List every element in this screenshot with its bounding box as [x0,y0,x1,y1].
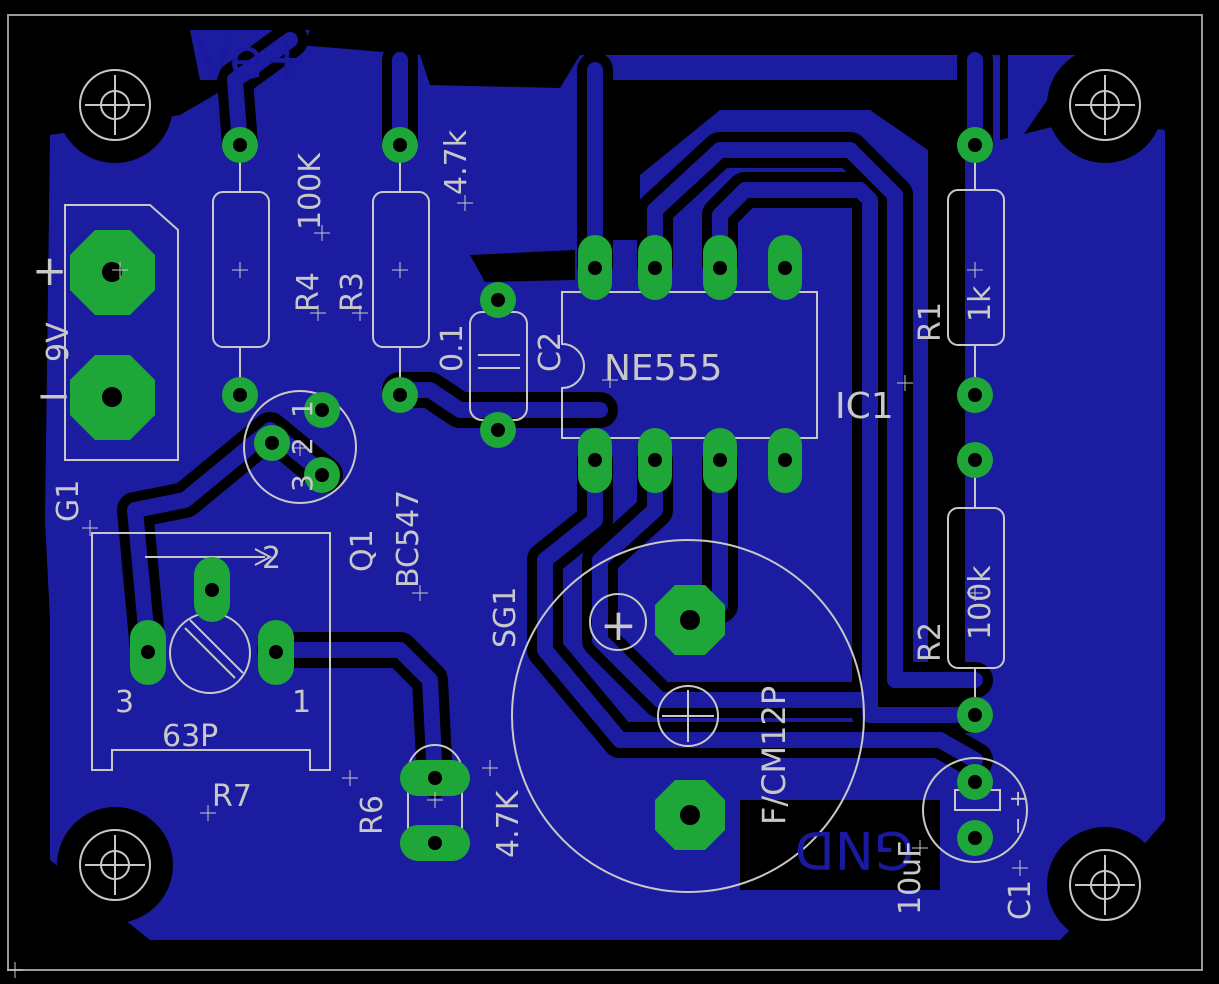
r2-name: R2 [913,622,948,662]
board-outline [7,14,1203,971]
q1-pin3: 3 [286,474,319,492]
q1-value: BC547 [391,490,426,588]
r1-value: 1k [963,285,998,322]
ic1-value: NE555 [604,348,722,389]
r6-name: R6 [355,795,390,835]
sg1-name: SG1 [488,587,523,648]
c2-value: 0.1 [435,324,470,372]
r7-name: R7 [212,779,252,814]
r7-pin2: 2 [262,541,281,576]
r1-name: R1 [913,302,948,342]
r7-pin3: 3 [115,685,134,720]
q1-pin1: 1 [286,400,319,418]
g1-plus: + [32,246,67,295]
r7-outline [91,532,331,771]
r7-value: 63P [162,719,218,754]
gnd-label: GND [795,819,914,879]
r2-value: 100k [963,565,998,640]
r3-value: 4.7k [439,129,474,195]
sg1-plus: + [600,600,637,651]
g1-value: 9V [41,322,76,362]
r7-pin1: 1 [292,685,311,720]
c2-name: C2 [533,332,568,372]
g1-name: G1 [51,480,86,522]
c1-name: C1 [1003,880,1038,920]
r4-name: R4 [291,272,326,312]
c1-outline [922,757,1028,863]
mounting-holes [79,69,1141,921]
ic1-name: IC1 [835,386,894,427]
silkscreen-labels: + − 9V G1 100K R4 4.7k R3 0.1 C2 NE555 I… [32,129,1038,920]
q1-name: Q1 [345,529,380,572]
r6-value: 4.7K [491,789,526,858]
ve-plus-label: Ve+ [195,27,310,92]
r4-value: 100K [293,152,328,230]
origin-markers [7,195,1028,978]
c1-value: 10uF [893,841,928,915]
c1-minus: − [1006,817,1031,835]
q1-pin2: 2 [286,437,319,455]
sg1-outline [511,539,865,893]
pad-holes [102,138,982,850]
ic1-outline [561,291,818,439]
c1-plus: + [1006,790,1031,808]
g1-minus: − [36,371,71,420]
r3-name: R3 [335,272,370,312]
sg1-value: F/CM12P [755,686,793,825]
g1-outline [64,204,179,461]
q1-outline [243,390,357,504]
